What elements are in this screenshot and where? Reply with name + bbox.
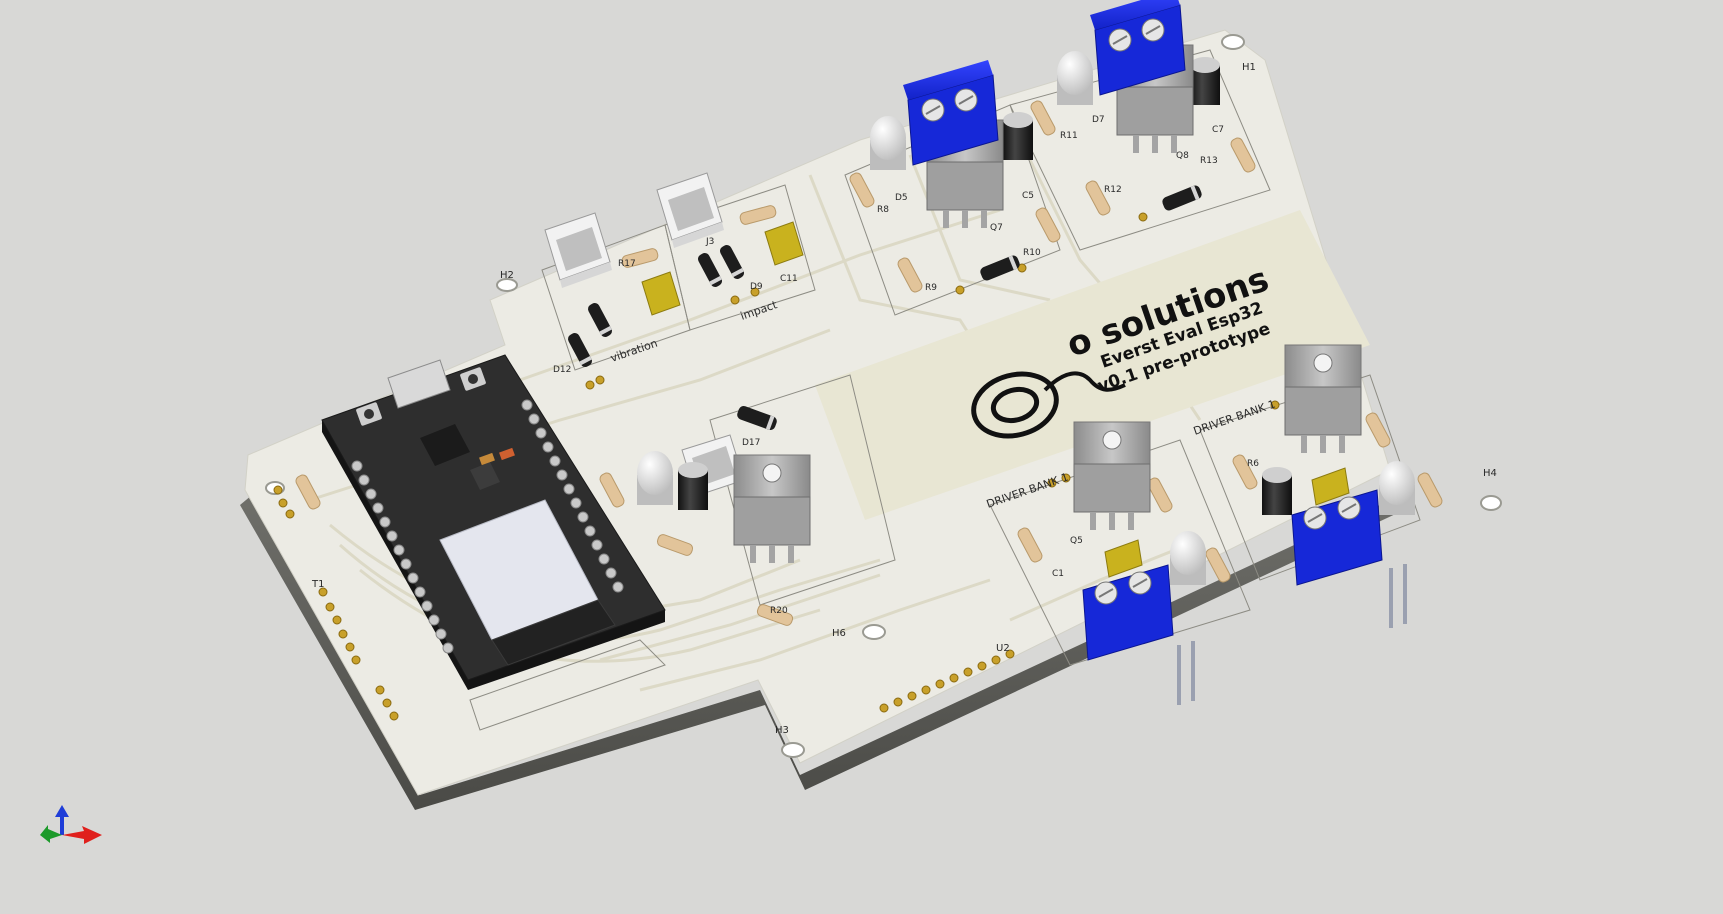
esp32-reset-button[interactable]: [460, 367, 487, 391]
transistor-driver-bank-right: [1284, 344, 1362, 453]
label-r8: R8: [877, 205, 889, 215]
mounting-holes: [265, 34, 1502, 758]
jst-connector-vibration[interactable]: [544, 212, 612, 288]
transistor-center: [733, 454, 811, 563]
label-d5: D5: [895, 193, 908, 203]
label-r10: R10: [1023, 248, 1041, 258]
label-d9: D9: [750, 282, 763, 292]
electrolytic-capacitors: [678, 57, 1292, 515]
label-c5: C5: [1022, 191, 1034, 201]
label-c7: C7: [1212, 125, 1224, 135]
esp32-smd-1: [479, 452, 495, 466]
screw-terminal-top-right: [1090, 0, 1186, 96]
screw-terminal-top-left: [903, 60, 999, 166]
label-d7: D7: [1092, 115, 1105, 125]
esp32-pin-row-right: [521, 399, 624, 593]
label-t1: T1: [311, 579, 324, 590]
label-q8: Q8: [1176, 151, 1189, 161]
esp32-usb-chip: [420, 424, 470, 466]
logo-panel: [815, 210, 1370, 520]
label-q5: Q5: [1070, 536, 1083, 546]
label-h6: H6: [832, 628, 846, 639]
label-h2: H2: [500, 270, 514, 281]
transistor-q5: [1073, 421, 1151, 530]
yellow-film-capacitors: [641, 221, 1350, 578]
label-r6: R6: [1247, 459, 1259, 469]
jst-connector-impact[interactable]: [656, 172, 724, 248]
label-h1: H1: [1242, 62, 1256, 73]
label-r11: R11: [1060, 131, 1078, 141]
label-c11: C11: [780, 274, 798, 284]
resistors: [295, 100, 1443, 626]
label-d17: D17: [742, 438, 760, 448]
screw-terminal-bottom-right: [1291, 489, 1407, 628]
esp32-smd-2: [499, 447, 515, 461]
esp32-regulator: [470, 462, 500, 490]
label-h3: H3: [775, 725, 789, 736]
screw-terminals[interactable]: [903, 0, 1407, 705]
white-leds: [637, 51, 1415, 585]
label-r13: R13: [1200, 156, 1218, 166]
diodes: [568, 185, 1202, 431]
label-d12: D12: [553, 365, 571, 375]
esp32-micro-usb-connector[interactable]: [387, 359, 451, 409]
label-r12: R12: [1104, 185, 1122, 195]
label-r9: R9: [925, 283, 937, 293]
screw-terminal-bottom-left: [1082, 564, 1195, 705]
label-r20: R20: [770, 606, 788, 616]
esp32-devkit[interactable]: [321, 354, 666, 690]
esp32-pin-row-left: [351, 460, 454, 654]
company-logo: [971, 371, 1126, 439]
esp32-antenna-area: [491, 599, 616, 666]
label-j3: J3: [705, 237, 714, 247]
esp32-boot-button[interactable]: [356, 402, 383, 426]
label-q7: Q7: [990, 223, 1003, 233]
xyz-axis-icon[interactable]: [40, 805, 102, 844]
label-h4: H4: [1483, 468, 1497, 479]
label-r17: R17: [618, 259, 636, 269]
label-u2: U2: [996, 643, 1010, 654]
label-c1: C1: [1052, 569, 1064, 579]
